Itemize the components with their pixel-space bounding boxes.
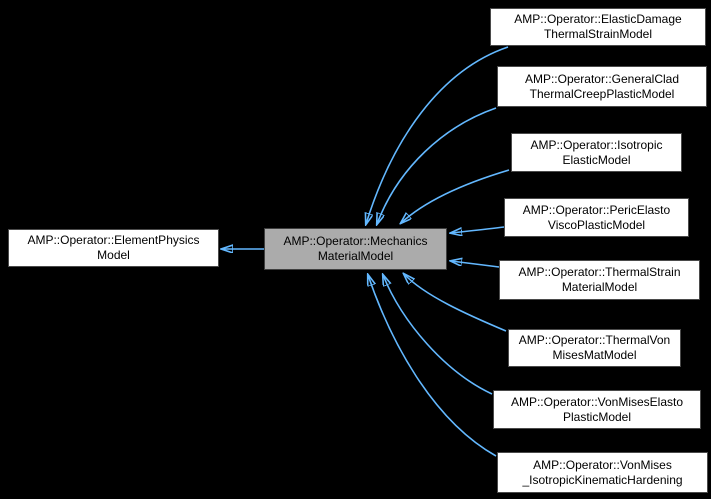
- class-name-line: AMP::Operator::Mechanics: [283, 234, 428, 248]
- class-name-line: AMP::Operator::VonMisesElasto: [510, 394, 684, 409]
- class-node-general-clad-thermal-creep-plastic-model[interactable]: AMP::Operator::GeneralClad ThermalCreepP…: [497, 66, 707, 107]
- class-node-element-physics-model[interactable]: AMP::Operator::ElementPhysics Model: [8, 229, 219, 267]
- inheritance-arrow: [383, 275, 493, 395]
- class-name-line: ElasticModel: [562, 152, 631, 167]
- class-name-line: ViscoPlasticModel: [547, 217, 646, 232]
- class-name-line: MaterialModel: [317, 249, 394, 263]
- class-name-line: AMP::Operator::ThermalVon: [518, 333, 671, 347]
- class-node-von-mises-isotropic-kinematic-hardening[interactable]: AMP::Operator::VonMises _IsotropicKinema…: [497, 452, 708, 493]
- inheritance-arrow: [377, 107, 497, 224]
- class-node-elastic-damage-thermal-strain-model[interactable]: AMP::Operator::ElasticDamage ThermalStra…: [490, 8, 706, 46]
- class-name-line: AMP::Operator::ElasticDamage: [514, 12, 682, 26]
- class-node-thermal-strain-material-model[interactable]: AMP::Operator::ThermalStrain MaterialMod…: [499, 260, 700, 300]
- class-node-peric-elasto-visco-plastic-model[interactable]: AMP::Operator::PericElasto ViscoPlasticM…: [504, 198, 689, 237]
- class-name-line: PlasticModel: [562, 409, 632, 424]
- class-name-line: Model: [97, 248, 130, 262]
- class-name-line: AMP::Operator::GeneralClad: [524, 71, 680, 86]
- class-name-line: MaterialModel: [561, 280, 638, 294]
- class-name-line: AMP::Operator::ThermalStrain: [518, 265, 681, 279]
- class-node-von-mises-elasto-plastic-model[interactable]: AMP::Operator::VonMisesElasto PlasticMod…: [493, 390, 701, 429]
- class-name-line: ThermalStrainModel: [543, 27, 653, 41]
- class-name-line: AMP::Operator::PericElasto: [522, 202, 671, 217]
- inheritance-arrow: [366, 46, 509, 224]
- inheritance-arrow: [368, 275, 497, 457]
- class-node-thermal-von-mises-mat-model[interactable]: AMP::Operator::ThermalVon MisesMatModel: [508, 329, 681, 367]
- class-name-line: AMP::Operator::Isotropic: [530, 137, 663, 152]
- inheritance-arrow: [451, 261, 500, 268]
- class-name-line: AMP::Operator::ElementPhysics: [27, 233, 200, 247]
- inheritance-arrow: [404, 274, 507, 332]
- class-name-line: ThermalCreepPlasticModel: [529, 86, 675, 101]
- class-name-line: _IsotropicKinematicHardening: [522, 472, 683, 487]
- class-name-line: AMP::Operator::VonMises: [533, 457, 672, 472]
- class-name-line: MisesMatModel: [552, 348, 637, 362]
- inheritance-arrow: [401, 169, 510, 223]
- class-node-isotropic-elastic-model[interactable]: AMP::Operator::Isotropic ElasticModel: [511, 133, 682, 172]
- class-node-mechanics-material-model: AMP::Operator::Mechanics MaterialModel: [264, 228, 447, 270]
- inheritance-arrow: [451, 226, 505, 233]
